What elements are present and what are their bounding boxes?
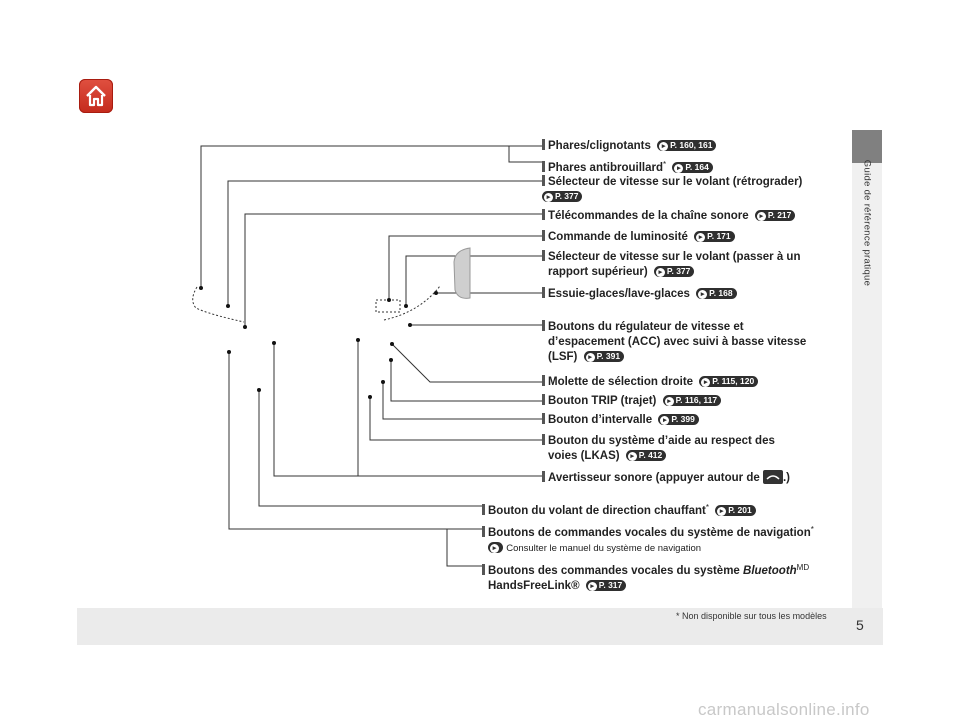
- horn-icon: [762, 470, 783, 484]
- callout-molette: Molette de sélection droite ▸P. 115, 120: [542, 375, 759, 390]
- page-ref-link[interactable]: ▸P. 412: [625, 450, 667, 461]
- callout-nav-vocal: Boutons de commandes vocales du système …: [482, 522, 814, 556]
- page-ref-link[interactable]: ▸P. 391: [583, 351, 625, 362]
- page-ref-link[interactable]: ▸P. 160, 161: [657, 140, 717, 151]
- page-ref-link[interactable]: ▸P. 201: [715, 505, 756, 516]
- callout-passer-superieur: Sélecteur de vitesse sur le volant (pass…: [542, 250, 800, 280]
- watermark: carmanualsonline.info: [698, 700, 870, 719]
- page-ref-link[interactable]: ▸P. 115, 120: [699, 376, 759, 387]
- callout-lkas: Bouton du système d’aide au respect des …: [542, 434, 775, 464]
- callout-essuie-glaces: Essuie-glaces/lave-glaces ▸P. 168: [542, 287, 737, 302]
- page-ref-link[interactable]: ▸P. 377: [653, 266, 695, 277]
- callout-retrograder: Sélecteur de vitesse sur le volant (rétr…: [542, 175, 802, 205]
- callout-antibrouillard: Phares antibrouillard* ▸P. 164: [542, 157, 713, 176]
- page-ref-link[interactable]: ▸P. 171: [694, 231, 735, 242]
- callout-bluetooth: Boutons des commandes vocales du système…: [482, 560, 809, 594]
- callout-luminosite: Commande de luminosité ▸P. 171: [542, 230, 735, 245]
- footnote: * Non disponible sur tous les modèles: [676, 611, 827, 621]
- page-ref-link[interactable]: ▸P. 217: [754, 210, 796, 221]
- callout-trip: Bouton TRIP (trajet) ▸P. 116, 117: [542, 394, 722, 409]
- page-number: 5: [856, 617, 864, 633]
- page-ref-link[interactable]: ▸P. 399: [658, 414, 699, 425]
- callout-avertisseur: Avertisseur sonore (appuyer autour de .): [542, 470, 790, 486]
- page-ref-link[interactable]: ▸P. 116, 117: [662, 395, 722, 406]
- callout-intervalle: Bouton d’intervalle ▸P. 399: [542, 413, 699, 428]
- callout-telecommandes: Télécommandes de la chaîne sonore ▸P. 21…: [542, 209, 796, 224]
- page-ref-link[interactable]: ▸P. 168: [696, 288, 737, 299]
- home-icon: [86, 85, 106, 107]
- page-ref-link[interactable]: ▸P. 377: [542, 191, 583, 202]
- nav-manual-icon: ▸: [488, 542, 503, 553]
- callout-acc: Boutons du régulateur de vitesse et d’es…: [542, 320, 806, 365]
- callout-volant-chauffant: Bouton du volant de direction chauffant*…: [482, 500, 756, 519]
- home-button[interactable]: [79, 79, 113, 113]
- side-tab-marker: [852, 130, 882, 163]
- page-ref-link[interactable]: ▸P. 164: [672, 162, 713, 173]
- page-ref-link[interactable]: ▸P. 317: [585, 580, 627, 591]
- callout-phares: Phares/clignotants ▸P. 160, 161: [542, 139, 717, 154]
- side-tab-background: [852, 163, 882, 608]
- page-footer: [77, 608, 883, 645]
